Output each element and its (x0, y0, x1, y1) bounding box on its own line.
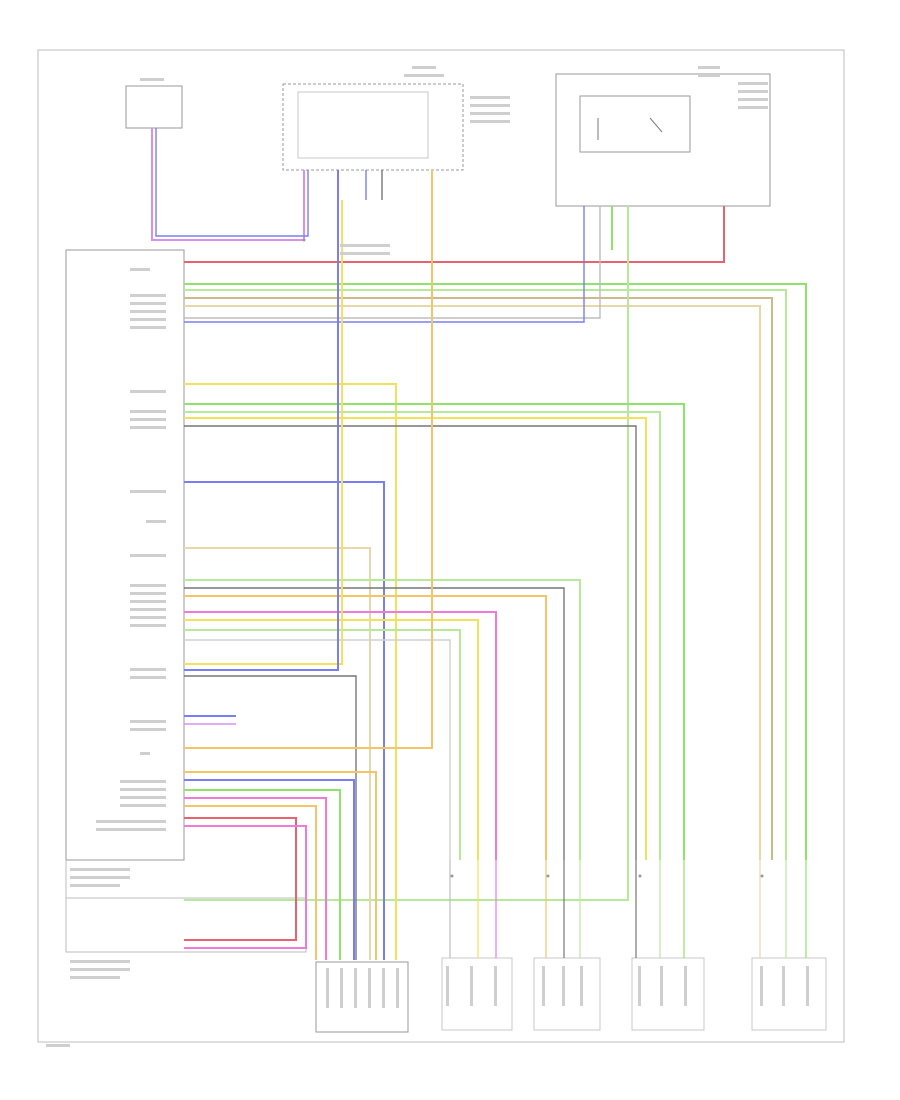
relay-module-right (555, 73, 771, 207)
wire-green-4 (184, 411, 661, 860)
wire-tan-1 (184, 297, 773, 860)
wire-yellow-5 (184, 170, 433, 749)
compressor-module (65, 897, 307, 953)
wire-orange-3 (184, 805, 317, 960)
label-placeholders (46, 268, 166, 1047)
wire-blue-3 (184, 481, 385, 960)
wire-red-power (184, 206, 725, 263)
wire-yellow-2 (184, 417, 647, 860)
sensor-box-1 (441, 957, 513, 1031)
wire-gray-1 (184, 206, 601, 319)
wire-red-2 (184, 817, 297, 941)
wire-tan-2 (184, 305, 761, 860)
wire-yellow-4 (184, 200, 343, 665)
fuse-box-left (125, 85, 183, 129)
wires (151, 128, 807, 960)
wire-green-2 (184, 289, 787, 860)
wire-violet-fuse (151, 128, 305, 241)
wire-dark-1 (184, 675, 357, 960)
wire-pink-2 (184, 825, 307, 949)
wire-blue-4 (184, 170, 339, 671)
wire-gray-3 (184, 587, 565, 860)
wire-gray-2 (184, 425, 637, 860)
wire-pink-1 (184, 611, 497, 860)
sensor-box-3 (631, 957, 705, 1031)
sensor-box-2 (533, 957, 601, 1031)
wire-green-5 (184, 579, 581, 860)
wire-blue-2 (184, 206, 585, 323)
wire-blue-fuse (155, 128, 309, 237)
wire-green-3 (184, 403, 685, 860)
bottom-connector-pins (326, 966, 809, 1008)
diagram-frame (37, 49, 845, 1043)
air-suspension-module (65, 249, 185, 861)
relay-box-inner (297, 91, 429, 159)
wire-violet-3 (184, 797, 327, 960)
wire-green-6 (184, 629, 461, 860)
valve-block-box (315, 961, 409, 1033)
wire-green-relay (184, 206, 629, 901)
wire-green-1 (184, 283, 807, 860)
header-placeholders (140, 66, 768, 255)
wire-yellow-3 (184, 619, 479, 860)
wire-gray-4 (184, 639, 451, 860)
wire-orange-2 (184, 771, 377, 960)
compressor-relay (579, 95, 691, 153)
sensor-box-4 (751, 957, 827, 1031)
power-distribution-box (282, 83, 464, 171)
wire-blue-6 (184, 779, 355, 960)
wire-orange-1 (184, 595, 547, 860)
wire-yellow-1 (184, 383, 397, 960)
wire-green-7 (184, 789, 341, 960)
splice-markers (302, 238, 764, 878)
wire-tan-3 (184, 547, 371, 960)
